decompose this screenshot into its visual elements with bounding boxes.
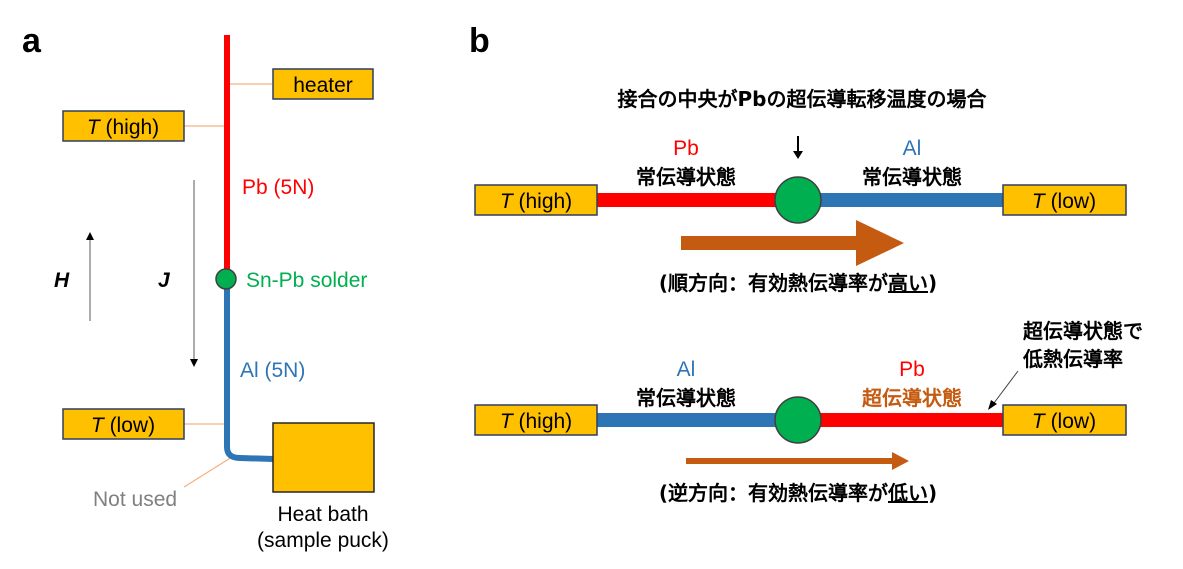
superconducting-annotation-line1: 超伝導状態で xyxy=(1022,319,1143,343)
t-high-label: T (high) xyxy=(87,116,159,139)
heat-bath-label-line2: (sample puck) xyxy=(257,529,389,552)
panel-b-label: b xyxy=(469,22,490,60)
reverse-t-low-label: T (low) xyxy=(1032,410,1096,433)
heat-bath-box xyxy=(272,422,375,493)
reverse-configuration: T (high) T (low) Al 常伝導状態 Pb 超伝導状態 超伝導状態… xyxy=(474,319,1143,505)
reverse-right-state-label: 超伝導状態 xyxy=(861,386,962,410)
reverse-right-metal-label: Pb xyxy=(899,358,925,381)
al-wire xyxy=(224,286,275,462)
forward-pb-bar xyxy=(597,193,797,207)
reverse-pb-bar xyxy=(798,413,1003,427)
h-arrowhead-icon xyxy=(86,232,94,240)
forward-t-low-label: T (low) xyxy=(1032,190,1096,213)
forward-left-metal-label: Pb xyxy=(673,137,699,160)
forward-right-state-label: 常伝導状態 xyxy=(862,165,962,189)
forward-caption: (順方向：有効熱伝導率が高い) xyxy=(659,271,937,295)
sn-pb-solder-joint xyxy=(215,268,237,290)
forward-left-state-label: 常伝導状態 xyxy=(636,165,736,189)
reverse-t-high-box xyxy=(474,404,598,436)
panel-a: a heater T (high) T (low) Heat bath (sam… xyxy=(22,22,389,552)
panel-b: b 接合の中央がPbの超伝導転移温度の場合 T (high) T (low) P… xyxy=(469,22,1143,505)
j-current-label: J xyxy=(158,269,171,292)
heater-box xyxy=(272,68,374,100)
reverse-caption: (逆方向：有効熱伝導率が低い) xyxy=(659,481,937,505)
not-used-label: Not used xyxy=(93,488,177,511)
reverse-heat-flow-arrow xyxy=(686,452,909,470)
h-field-label: H xyxy=(54,269,70,292)
reverse-left-state-label: 常伝導状態 xyxy=(636,386,736,410)
t-high-box xyxy=(62,110,185,142)
forward-al-bar xyxy=(798,193,1003,207)
reverse-t-low-box xyxy=(1002,404,1127,436)
t-low-box xyxy=(62,408,185,440)
heater-label: heater xyxy=(293,74,353,97)
j-arrowhead-icon xyxy=(190,359,198,367)
junction-pointer-arrowhead-icon xyxy=(793,151,803,159)
annotation-arrowhead-icon xyxy=(988,400,997,410)
annotation-pointer-line xyxy=(993,370,1019,404)
pb-label: Pb (5N) xyxy=(242,176,314,199)
reverse-t-high-label: T (high) xyxy=(500,410,572,433)
forward-t-low-box xyxy=(1002,184,1127,216)
forward-junction-circle xyxy=(774,176,822,224)
forward-configuration: T (high) T (low) Pb 常伝導状態 Al 常伝導状態 (順方向：… xyxy=(474,137,1127,295)
reverse-junction-circle xyxy=(774,396,822,444)
forward-heat-flow-arrow xyxy=(681,220,904,266)
panel-b-title: 接合の中央がPbの超伝導転移温度の場合 xyxy=(618,87,988,111)
reverse-al-bar xyxy=(597,413,797,427)
forward-t-high-box xyxy=(474,184,598,216)
solder-label: Sn-Pb solder xyxy=(246,269,367,292)
al-label: Al (5N) xyxy=(240,359,305,382)
forward-right-metal-label: Al xyxy=(903,137,922,160)
not-used-leader-line xyxy=(183,456,233,488)
forward-t-high-label: T (high) xyxy=(500,190,572,213)
reverse-left-metal-label: Al xyxy=(677,358,696,381)
heat-bath-label-line1: Heat bath xyxy=(277,503,368,526)
t-low-label: T (low) xyxy=(91,414,155,437)
panel-a-label: a xyxy=(22,22,42,60)
superconducting-annotation-line2: 低熱伝導率 xyxy=(1022,347,1123,371)
